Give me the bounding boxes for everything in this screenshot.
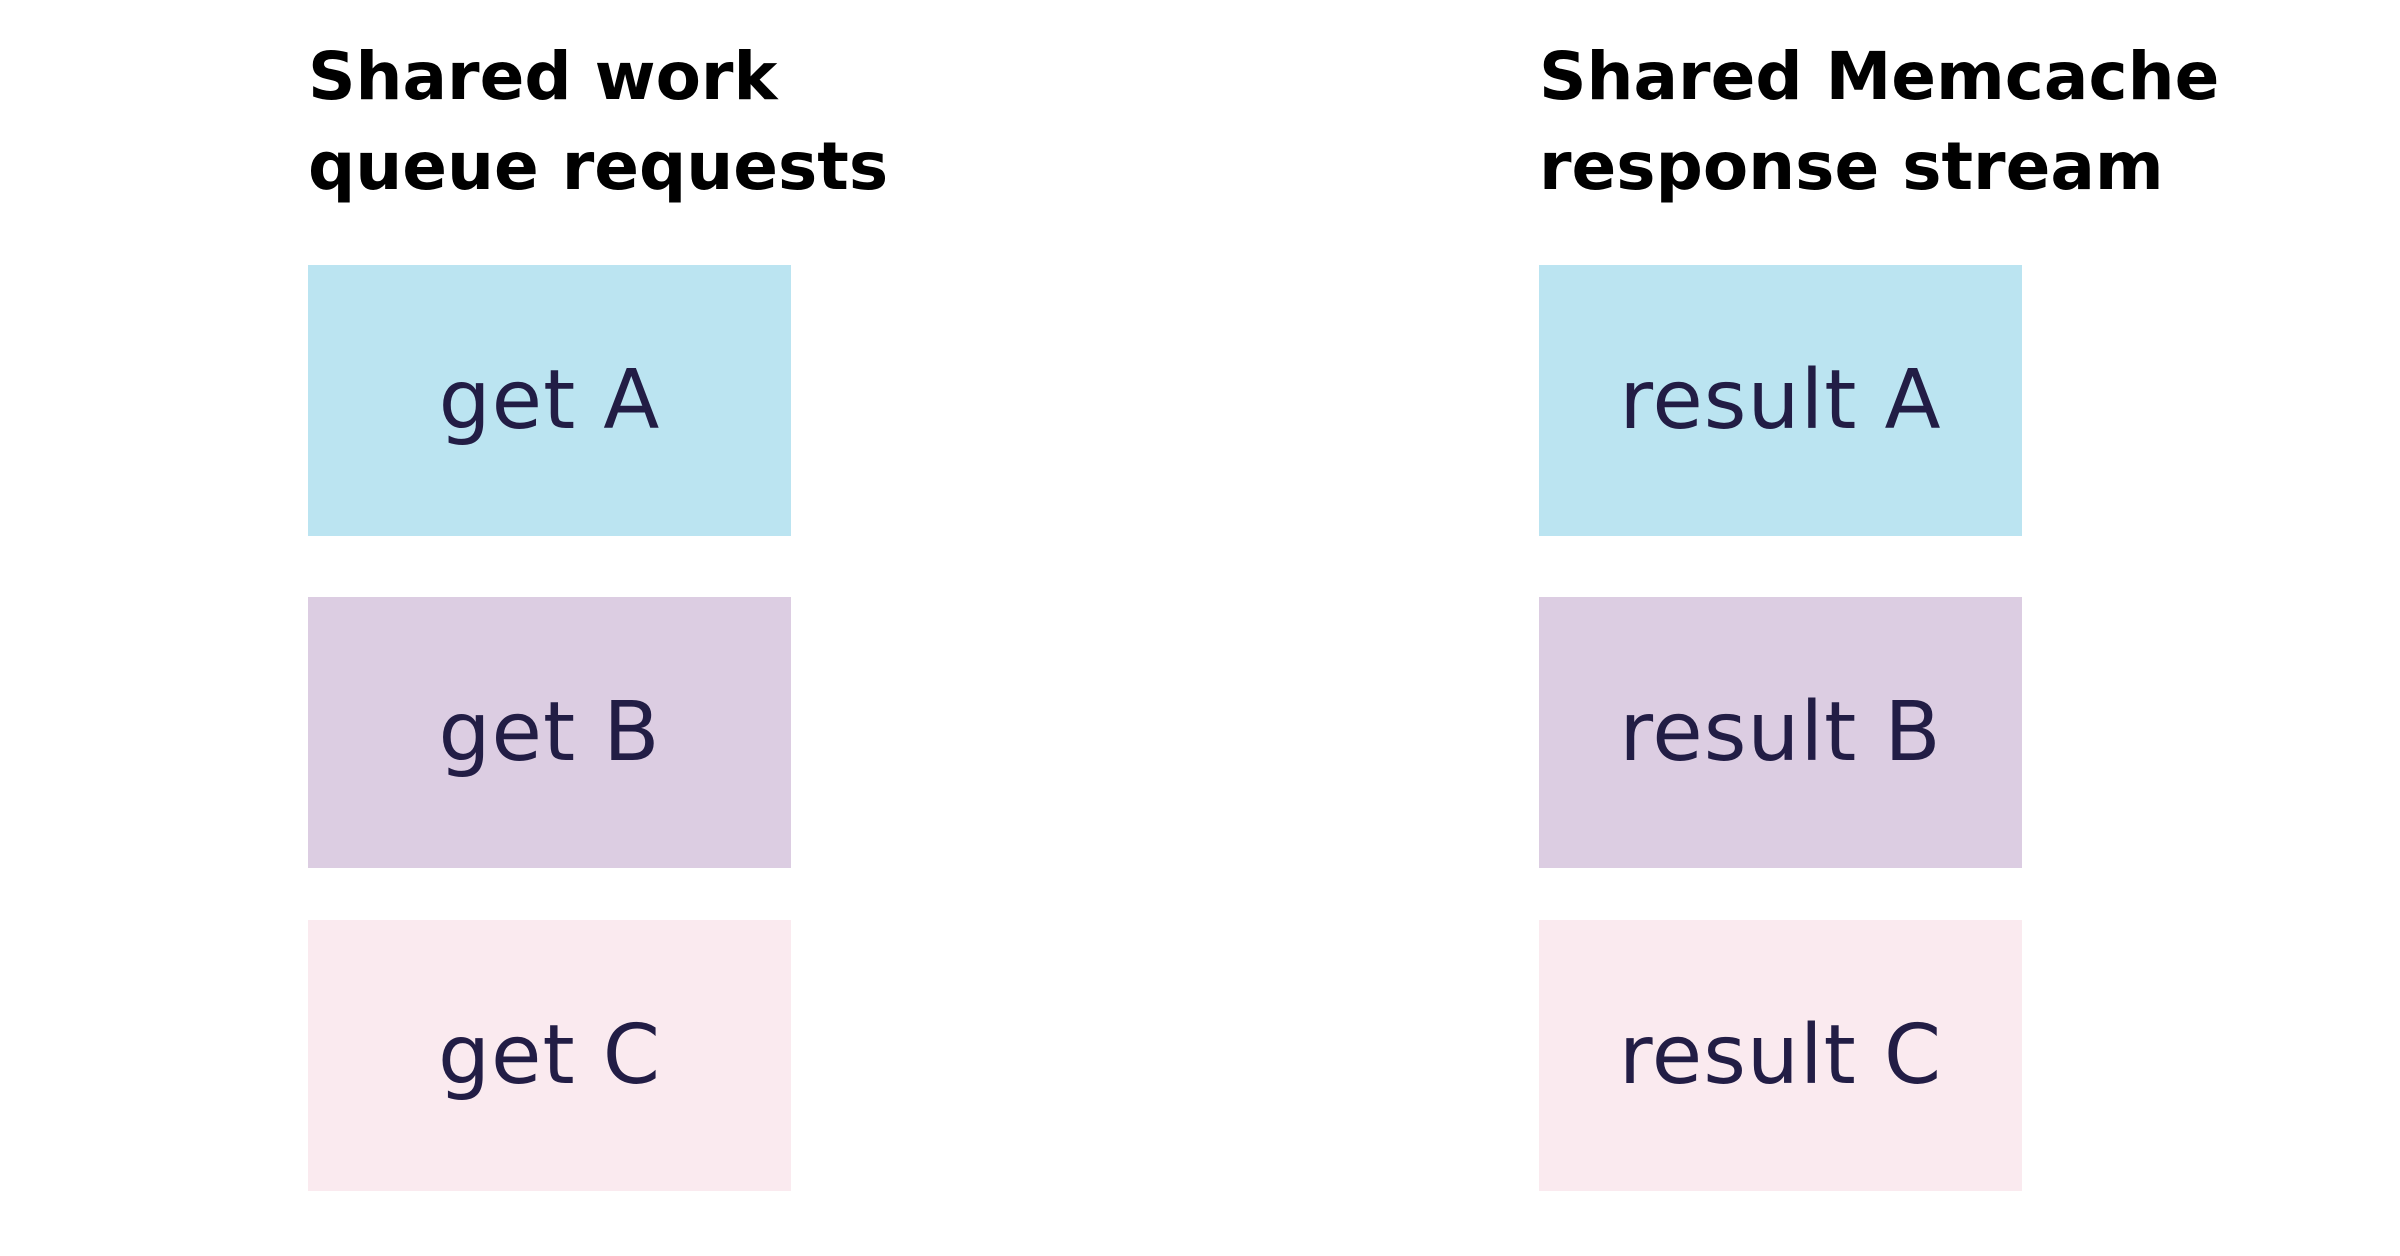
- request-label-c: get C: [438, 1008, 661, 1103]
- requests-heading-line-1: Shared work: [308, 38, 778, 115]
- result-box-c: result C: [1539, 920, 2022, 1191]
- result-box-a: result A: [1539, 265, 2022, 536]
- requests-heading-line-2: queue requests: [308, 128, 889, 205]
- responses-heading-line-1: Shared Memcache: [1539, 38, 2220, 115]
- responses-heading: Shared Memcache response stream: [1539, 32, 2359, 212]
- request-box-c: get C: [308, 920, 791, 1191]
- result-label-b: result B: [1619, 685, 1942, 780]
- responses-heading-line-2: response stream: [1539, 128, 2164, 205]
- request-label-b: get B: [438, 685, 661, 780]
- request-label-a: get A: [438, 353, 661, 448]
- requests-heading: Shared work queue requests: [308, 32, 1128, 212]
- result-label-c: result C: [1618, 1008, 1943, 1103]
- result-box-b: result B: [1539, 597, 2022, 868]
- result-label-a: result A: [1619, 353, 1942, 448]
- request-box-a: get A: [308, 265, 791, 536]
- request-box-b: get B: [308, 597, 791, 868]
